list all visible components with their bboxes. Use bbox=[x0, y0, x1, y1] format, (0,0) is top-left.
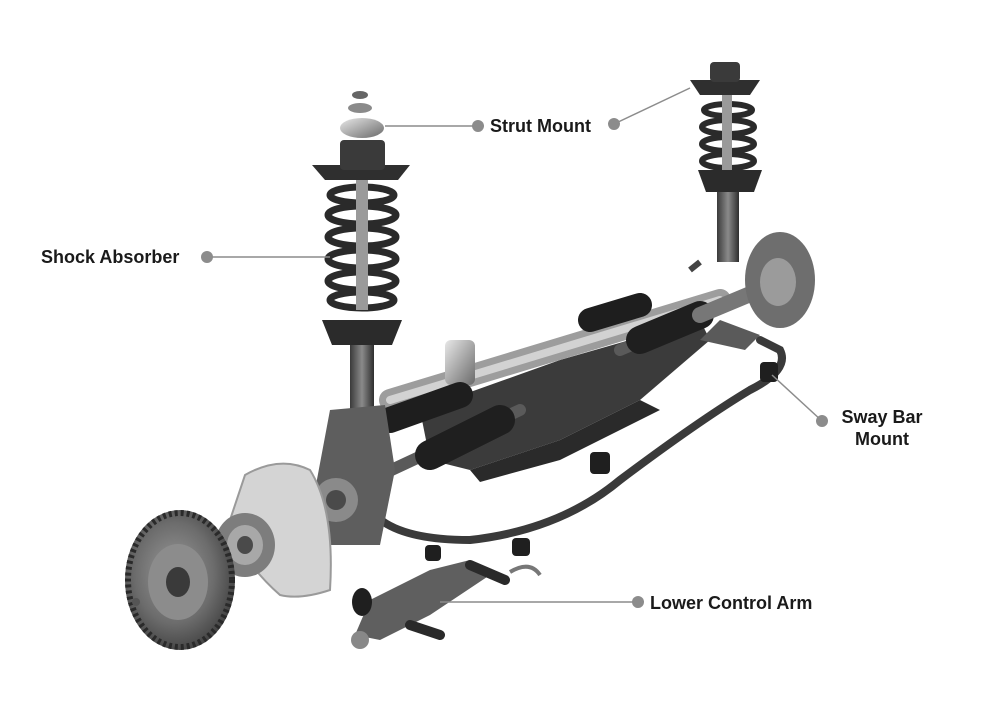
leader-strut-mount bbox=[385, 87, 691, 132]
leader-sway-bar-mount bbox=[771, 374, 828, 427]
shock-absorber-label: Shock Absorber bbox=[41, 247, 180, 267]
sway-bar bbox=[371, 336, 786, 577]
leader-lower-control-arm bbox=[440, 596, 644, 608]
right-strut bbox=[688, 62, 815, 350]
leader-shock-absorber bbox=[201, 251, 330, 263]
sway-bar-mount-label-line1: Sway Bar bbox=[841, 407, 923, 427]
brake-disc bbox=[125, 510, 235, 650]
sway-bar-mount-label: Sway Bar Mount bbox=[832, 406, 932, 450]
lower-control-arm-label: Lower Control Arm bbox=[650, 593, 813, 613]
sway-bar-mount-label-line2: Mount bbox=[855, 429, 909, 449]
left-strut bbox=[312, 91, 410, 545]
lower-control-arm bbox=[351, 560, 510, 649]
strut-mount-label: Strut Mount bbox=[490, 116, 591, 136]
